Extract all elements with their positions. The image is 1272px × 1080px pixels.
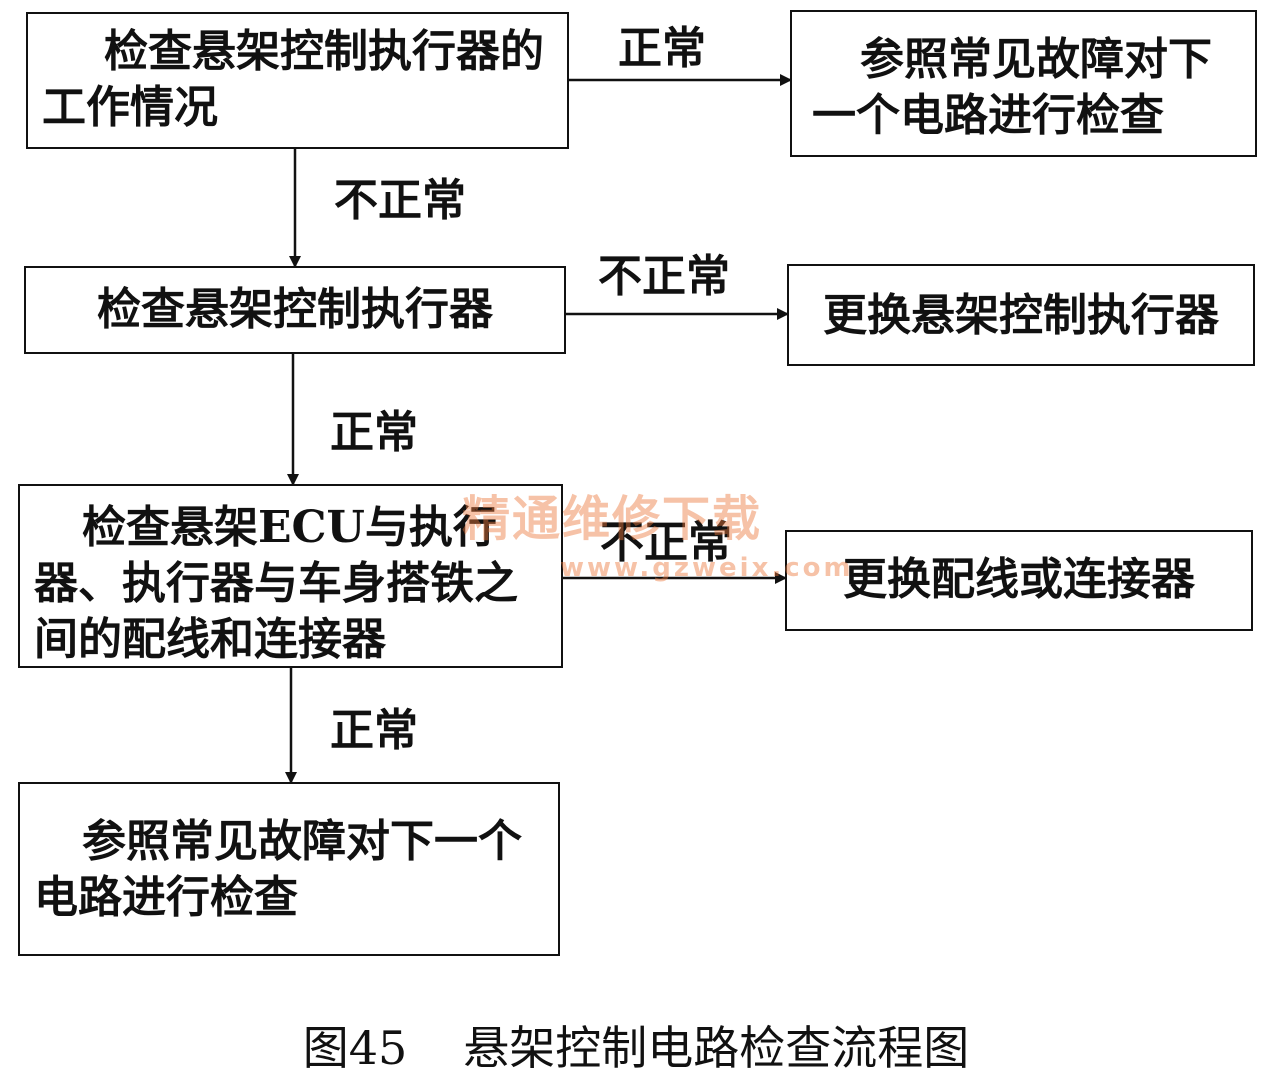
watermark-text: 精通维修下载 — [462, 491, 763, 547]
label-normal-1: 正常 — [618, 23, 706, 74]
label-normal-3: 正常 — [330, 705, 418, 756]
box-replace-wiring: 更换配线或连接器 — [785, 530, 1253, 631]
box-check-work-text: 检查悬架控制执行器的工作情况 — [42, 26, 544, 133]
box-check-work: 检查悬架控制执行器的工作情况 — [26, 12, 569, 149]
box-ref-next-right-text: 参照常见故障对下一个电路进行检查 — [812, 34, 1212, 141]
watermark-url: www.gzweix.com — [560, 553, 854, 583]
box-replace-actuator-text: 更换悬架控制执行器 — [823, 290, 1219, 341]
box-ref-next-bottom: 参照常见故障对下一个电路进行检查 — [18, 782, 560, 956]
label-normal-2: 正常 — [330, 407, 418, 458]
box-replace-actuator: 更换悬架控制执行器 — [787, 264, 1255, 366]
label-abnormal-3: 不正常 — [600, 517, 732, 568]
box-check-wiring: 检查悬架ECU与执行器、执行器与车身搭铁之间的配线和连接器 — [18, 484, 563, 668]
box-check-wiring-text: 检查悬架ECU与执行器、执行器与车身搭铁之间的配线和连接器 — [34, 502, 518, 665]
label-abnormal-2: 不正常 — [598, 251, 730, 302]
figure-number: 图45 — [302, 1021, 408, 1075]
figure-title: 悬架控制电路检查流程图 — [463, 1021, 970, 1075]
label-abnormal-1: 不正常 — [334, 175, 466, 226]
box-check-actuator: 检查悬架控制执行器 — [24, 266, 566, 354]
figure-caption: 图45 悬架控制电路检查流程图 — [0, 1020, 1272, 1076]
box-check-actuator-text: 检查悬架控制执行器 — [97, 284, 493, 335]
box-ref-next-right: 参照常见故障对下一个电路进行检查 — [790, 10, 1257, 157]
box-ref-next-bottom-text: 参照常见故障对下一个电路进行检查 — [34, 816, 522, 923]
box-replace-wiring-text: 更换配线或连接器 — [843, 554, 1195, 605]
